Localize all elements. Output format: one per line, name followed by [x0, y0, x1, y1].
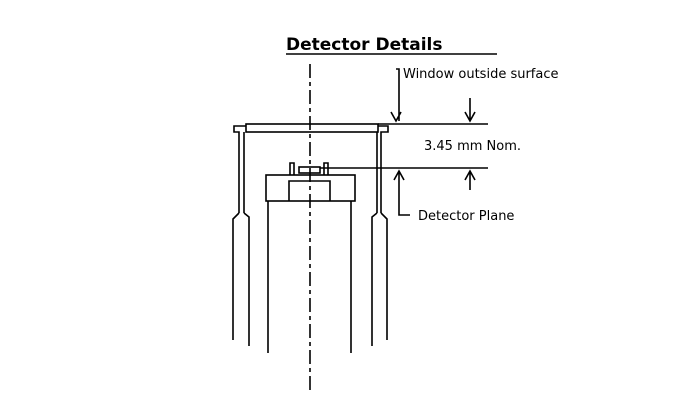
detector-plane-label: Detector Plane: [418, 209, 514, 224]
right-lead: [371, 212, 388, 346]
left-lead: [232, 212, 250, 346]
window-surface-label: Window outside surface: [403, 67, 559, 82]
diagram-title: Detector Details: [286, 35, 443, 55]
dimension-lines: [320, 68, 488, 216]
detector-body: [265, 162, 356, 353]
dimension-label: 3.45 mm Nom.: [424, 139, 521, 154]
window: [233, 123, 389, 213]
